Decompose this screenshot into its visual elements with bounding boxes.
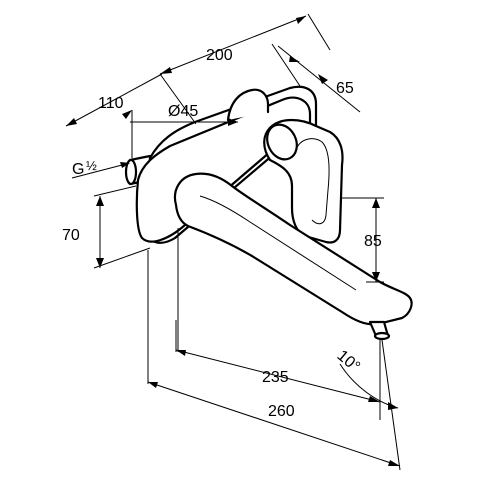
dimension-260-label: 260 <box>268 403 295 420</box>
dimension-65-label: 65 <box>336 80 354 97</box>
rosette-disc <box>226 88 270 122</box>
thread-callout: G ½ <box>71 158 130 179</box>
spout-highlight <box>199 195 357 291</box>
dimension-70: 70 <box>62 185 151 269</box>
dimension-diameter-45-label: Ø45 <box>168 103 198 120</box>
dimension-260: 260 <box>147 320 401 467</box>
dimension-110: 110 <box>65 73 197 158</box>
dimension-110-label: 110 <box>98 95 124 112</box>
dimension-235: 235 <box>175 349 381 403</box>
aerator-outlet <box>373 331 391 341</box>
dimension-85-label: 85 <box>364 233 382 250</box>
thread-fraction: ½ <box>86 158 97 173</box>
dimension-200-label: 200 <box>206 47 233 64</box>
lever-cartridge <box>266 123 298 161</box>
dimension-angle-10: 10° <box>334 347 399 410</box>
dimension-85: 85 <box>342 197 384 283</box>
dimension-diameter-45: Ø45 <box>130 103 238 126</box>
dimension-70-label: 70 <box>62 227 80 244</box>
wall-mounted-faucet <box>124 85 413 341</box>
dimension-235-label: 235 <box>262 369 289 386</box>
dimension-65: 65 <box>277 45 361 113</box>
spout <box>173 172 413 326</box>
thread-stub-end <box>124 158 138 186</box>
lever-handle-face <box>295 138 330 225</box>
angle-label: 10° <box>334 347 363 376</box>
thread-label: G <box>72 161 84 178</box>
dimension-200: 200 <box>159 13 331 87</box>
